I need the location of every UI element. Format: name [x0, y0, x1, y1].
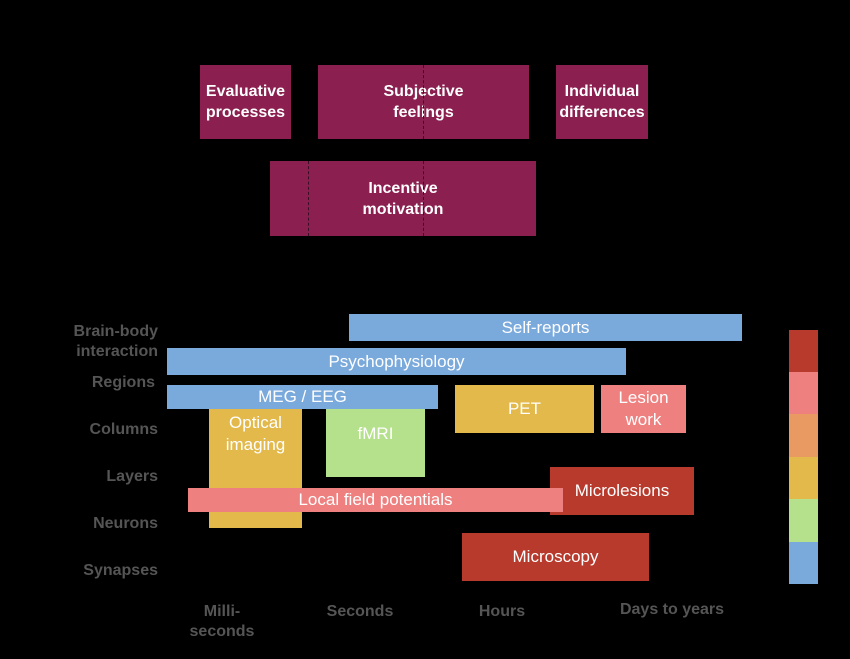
- microlesions-label: Microlesions: [574, 481, 670, 500]
- incentive-motivation-divider-left: [308, 161, 309, 236]
- fmri-label: fMRI: [357, 424, 394, 443]
- time-label-milliseconds: Milli- seconds: [189, 603, 255, 640]
- row-label-layers: Layers: [106, 468, 158, 485]
- legend-swatch-red: [789, 330, 818, 372]
- self-reports-bar: Self-reports: [349, 314, 742, 341]
- lesion-work-bar: Lesion work: [601, 385, 686, 433]
- incentive-motivation-box: Incentive motivation: [270, 161, 536, 236]
- time-label-hours: Hours: [478, 603, 526, 620]
- legend-swatch-salmon: [789, 372, 818, 414]
- row-label-regions: Regions: [91, 374, 155, 391]
- legend-swatch-green: [789, 499, 818, 542]
- row-label-columns: Columns: [89, 421, 158, 438]
- individual-differences-label: Individual differences: [559, 83, 645, 121]
- fmri-bar: fMRI: [326, 409, 425, 477]
- legend-swatch-orange: [789, 414, 818, 457]
- time-label-seconds: Seconds: [326, 603, 394, 620]
- lesion-work-label: Lesion work: [618, 388, 669, 429]
- row-label-synapses: Synapses: [83, 562, 158, 579]
- microlesions-bar: Microlesions: [550, 467, 694, 515]
- legend-swatch-yellow: [789, 457, 818, 499]
- row-label-neurons: Neurons: [93, 515, 158, 532]
- row-label-brain-body: Brain-body interaction: [73, 323, 158, 360]
- local-field-potentials-label: Local field potentials: [298, 490, 453, 509]
- optical-imaging-label: Optical imaging: [225, 413, 286, 454]
- psychophysiology-label: Psychophysiology: [328, 351, 465, 371]
- pet-bar: PET: [455, 385, 594, 433]
- individual-differences-box: Individual differences: [556, 65, 648, 139]
- incentive-motivation-divider-right: [423, 161, 424, 236]
- time-label-days-to-years: Days to years: [619, 601, 725, 618]
- meg-eeg-bar: MEG / EEG: [167, 385, 438, 409]
- microscopy-label: Microscopy: [512, 547, 599, 566]
- pet-label: PET: [507, 399, 542, 418]
- microscopy-bar: Microscopy: [462, 533, 649, 581]
- psychophysiology-bar: Psychophysiology: [167, 348, 626, 375]
- self-reports-label: Self-reports: [501, 317, 590, 337]
- legend-swatch-blue: [789, 542, 818, 584]
- meg-eeg-label: MEG / EEG: [258, 387, 347, 406]
- incentive-motivation-label: Incentive motivation: [362, 179, 444, 218]
- local-field-potentials-bar: Local field potentials: [188, 488, 563, 512]
- subjective-feelings-divider: [423, 65, 424, 139]
- evaluative-processes-box: Evaluative processes: [200, 65, 291, 139]
- evaluative-processes-label: Evaluative processes: [205, 83, 286, 121]
